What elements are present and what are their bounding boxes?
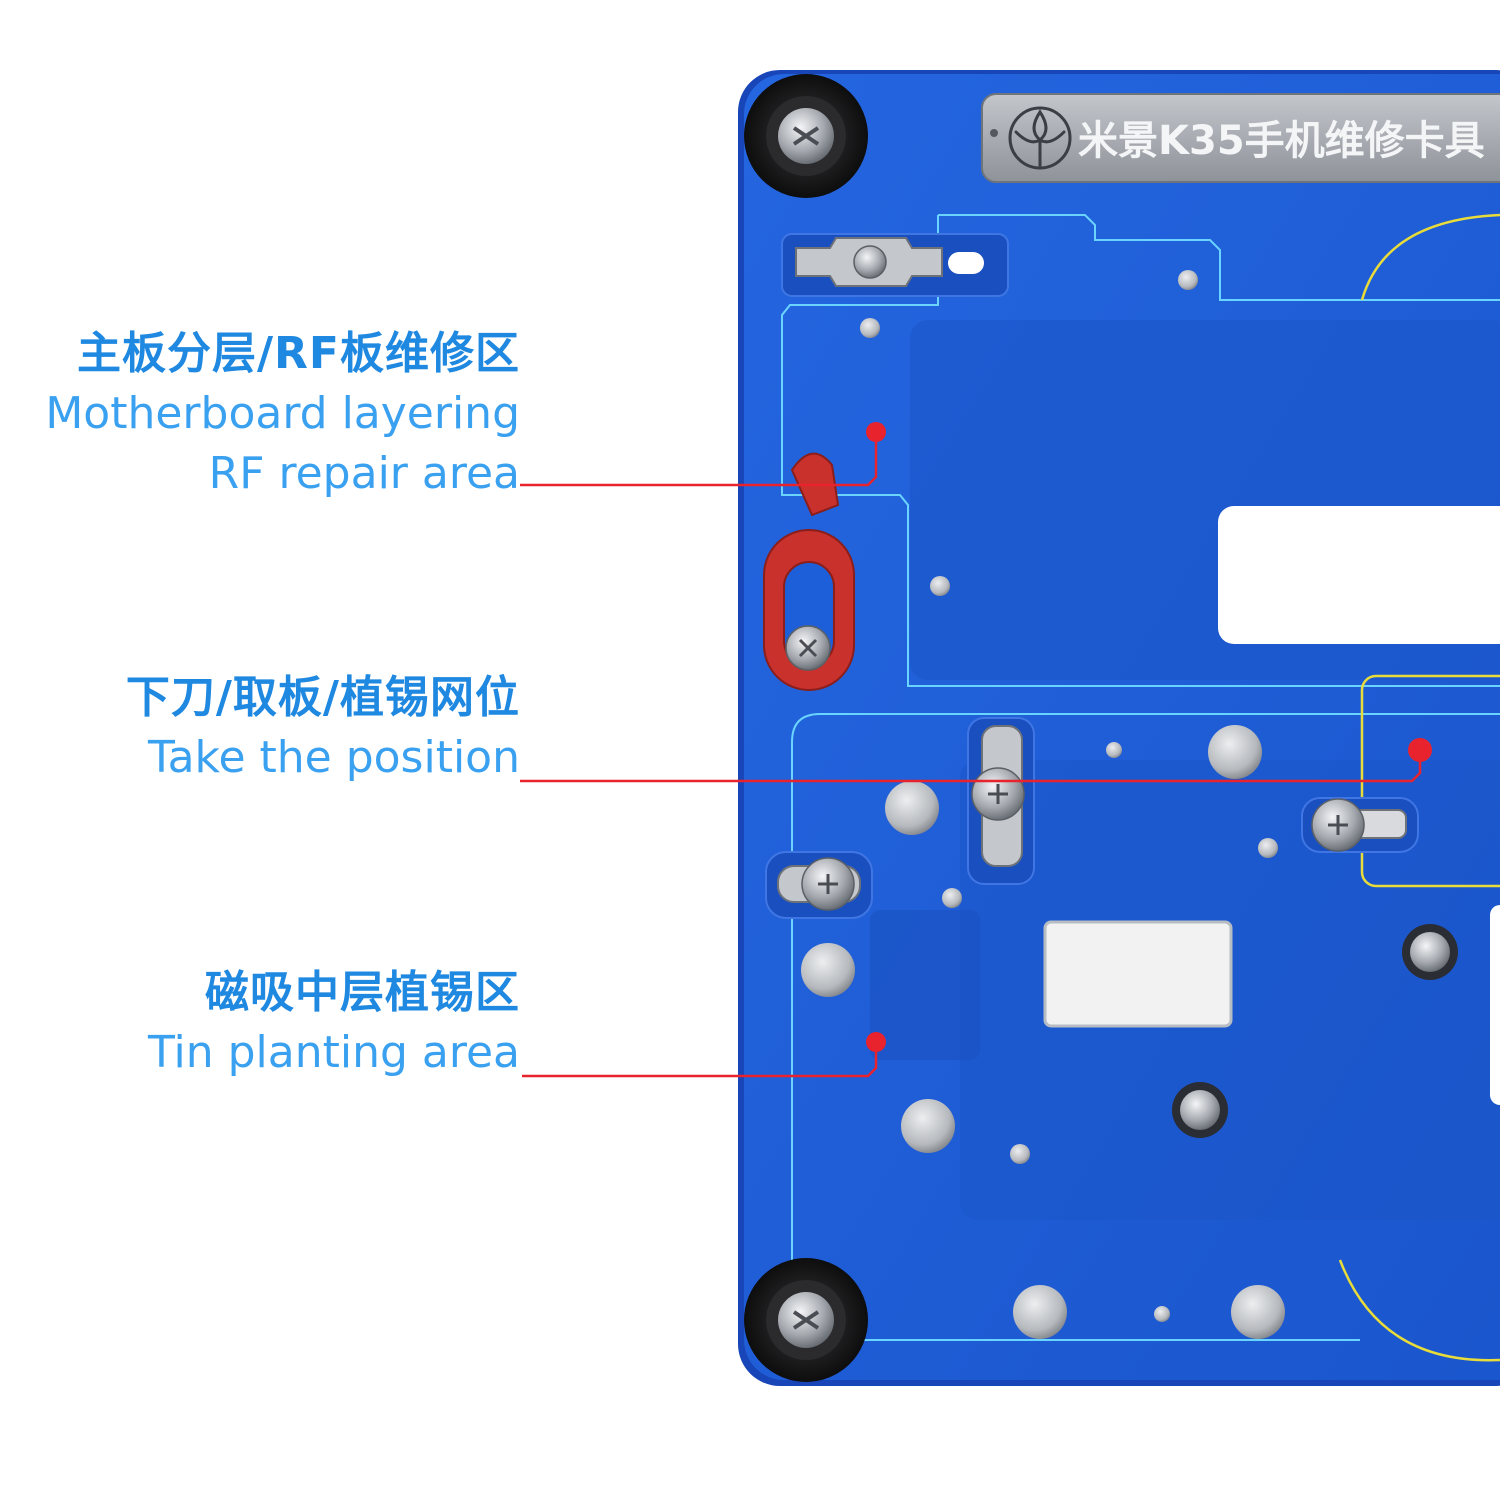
screw-icon <box>1180 1090 1220 1130</box>
callout-title-zh: 下刀/取板/植锡网位 <box>125 672 520 723</box>
flush-screws <box>1172 924 1458 1138</box>
screw-icon <box>1410 932 1450 972</box>
callout-desc-en: RF repair area <box>208 448 520 499</box>
cutout-window-upper <box>1218 506 1500 644</box>
callout-dot <box>866 422 886 442</box>
left-latch <box>765 851 873 919</box>
callout-desc-en: Take the position <box>147 732 520 783</box>
side-recess <box>870 910 980 1060</box>
magnets <box>801 725 1285 1339</box>
magnet-icon <box>885 781 939 835</box>
locating-pins <box>860 270 1278 1322</box>
trace-line-upper <box>781 215 1500 687</box>
callout-line-1 <box>520 422 886 487</box>
callout-desc-en: Motherboard layering <box>45 388 520 439</box>
nameplate: 米景K35手机维修卡具 <box>981 93 1500 183</box>
yellow-arc-top <box>1360 213 1500 301</box>
magnet-icon <box>801 943 855 997</box>
trace-line-top <box>938 214 1500 301</box>
callout-label-3: 磁吸中层植锡区 Tin planting area <box>148 963 520 1083</box>
cutout-window-lower <box>1043 920 1233 1028</box>
callout-title-zh: 主板分层/RF板维修区 <box>76 328 520 379</box>
flower-logo-icon <box>1008 106 1072 170</box>
trace-line-lower <box>791 713 1500 1341</box>
callout-title-zh: 磁吸中层植锡区 <box>205 967 520 1018</box>
callout-label-1: 主板分层/RF板维修区 Motherboard layering RF repa… <box>45 324 520 504</box>
callout-dot <box>1408 738 1432 762</box>
magnet-icon <box>901 1099 955 1153</box>
callout-dot <box>866 1032 886 1052</box>
foot-top-left <box>744 74 868 198</box>
right-latch <box>1301 797 1419 853</box>
callout-lines <box>520 422 1432 1078</box>
callout-label-2: 下刀/取板/植锡网位 Take the position <box>126 668 520 788</box>
cutout-window-right <box>1490 905 1500 1105</box>
nameplate-text: 米景K35手机维修卡具 <box>1078 118 1485 164</box>
magnet-icon <box>1231 1285 1285 1339</box>
top-latch <box>781 233 1009 297</box>
yellow-arc-bottom <box>1338 1259 1500 1362</box>
fixture-plate: 米景K35手机维修卡具 <box>738 70 1500 1386</box>
foot-bottom-left <box>744 1258 868 1382</box>
callout-line-2 <box>520 738 1432 783</box>
callout-line-3 <box>522 1032 886 1078</box>
callout-desc-en: Tin planting area <box>147 1027 520 1078</box>
magnet-icon <box>1013 1285 1067 1339</box>
vertical-slider <box>967 717 1035 885</box>
magnet-icon <box>1208 725 1262 779</box>
